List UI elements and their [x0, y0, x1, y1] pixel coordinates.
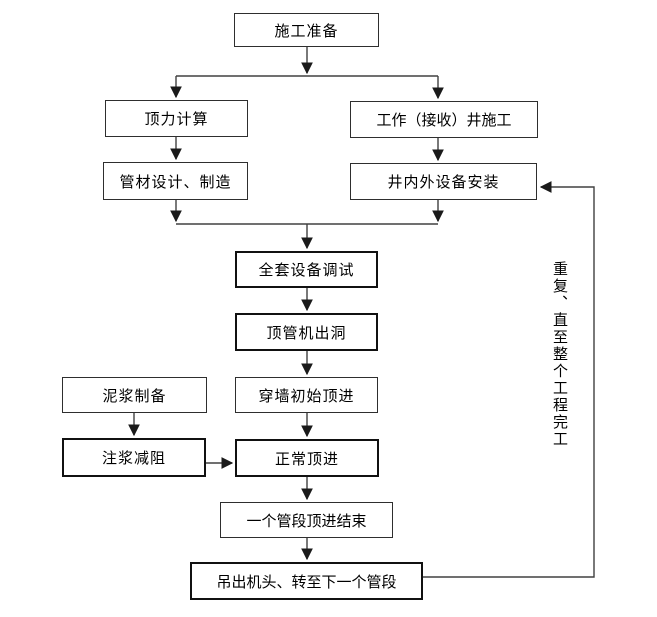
flow-node-jacking-force-calc: 顶力计算 [105, 100, 248, 137]
loop-line [423, 181, 595, 578]
flow-node-shaft-construction: 工作（接收）井施工 [350, 101, 538, 138]
flow-node-pipe-design-manufacture: 管材设计、制造 [103, 162, 248, 200]
flow-node-equipment-debug: 全套设备调试 [235, 251, 378, 288]
flow-node-lift-head-next-section: 吊出机头、转至下一个管段 [190, 562, 423, 600]
repeat-loop-label: 重复、直至整个工程完工 [551, 261, 569, 448]
flow-node-section-jacking-complete: 一个管段顶进结束 [220, 502, 393, 538]
flow-node-normal-jacking: 正常顶进 [235, 439, 379, 477]
flow-node-mud-preparation: 泥浆制备 [62, 377, 207, 413]
flow-node-grouting-friction-reduction: 注浆减阻 [62, 438, 206, 477]
flow-node-initial-jacking: 穿墙初始顶进 [235, 377, 378, 413]
flow-node-machine-exit: 顶管机出洞 [235, 313, 378, 351]
flow-node-equipment-install: 井内外设备安装 [350, 163, 537, 200]
flow-node-construction-prep: 施工准备 [234, 13, 379, 47]
